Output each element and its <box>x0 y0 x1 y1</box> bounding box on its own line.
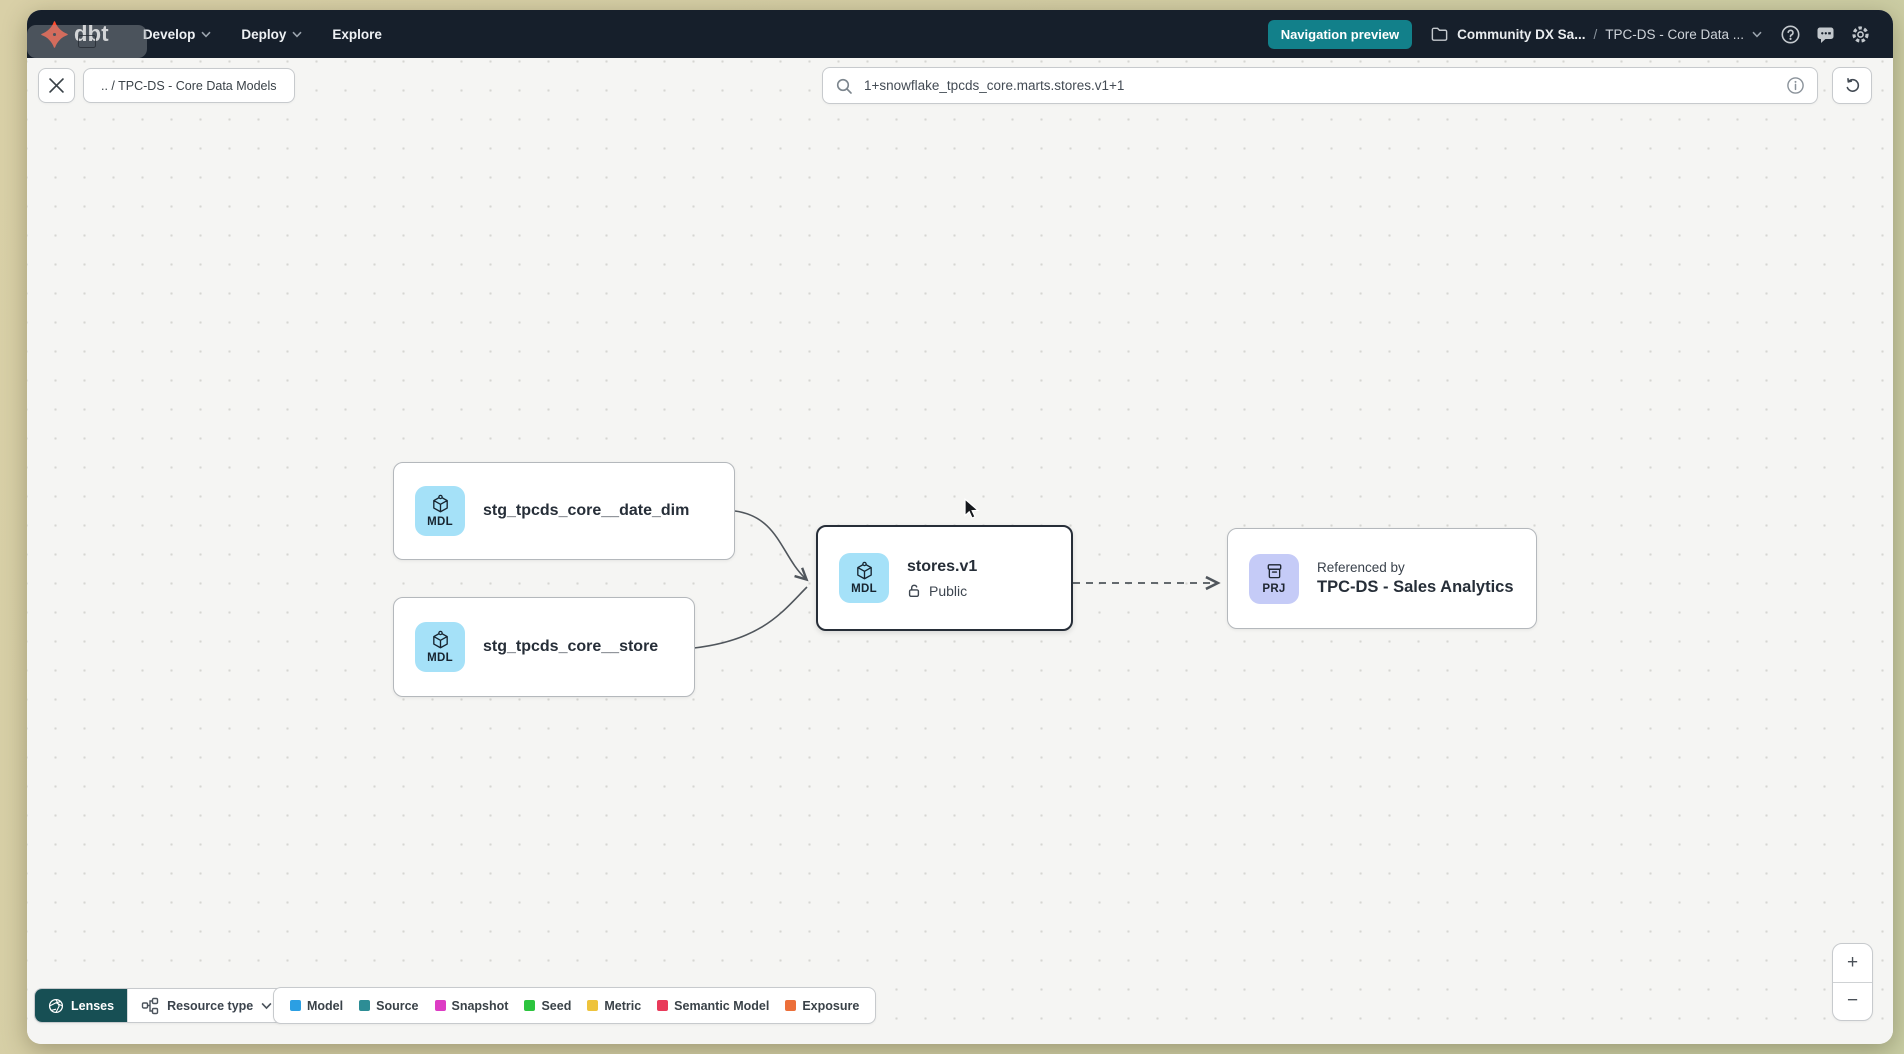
lenses-label: Lenses <box>71 998 115 1013</box>
legend-label: Semantic Model <box>674 998 770 1013</box>
node-title: TPC-DS - Sales Analytics <box>1317 578 1514 596</box>
legend-swatch <box>657 1000 669 1011</box>
info-icon[interactable] <box>1786 76 1805 95</box>
legend-items: Model Source Snapshot Seed Metric Semantic Mo… <box>273 987 877 1024</box>
model-badge: MDL <box>415 486 465 536</box>
legend-item: Seed <box>524 999 571 1013</box>
node-title: stg_tpcds_core__store <box>483 638 659 655</box>
model-cube-icon <box>432 494 448 513</box>
window-glyph-icon <box>78 35 96 48</box>
feedback-icon[interactable] <box>1815 24 1836 45</box>
legend-swatch <box>290 1000 301 1011</box>
legend-item: Exposure <box>785 999 859 1013</box>
mouse-cursor <box>964 498 980 519</box>
chevron-down-icon <box>1752 31 1762 37</box>
screen-overlay-artifact <box>27 25 147 58</box>
project-archive-icon <box>1267 564 1281 579</box>
nav-item-label: Explore <box>332 26 382 42</box>
badge-label: MDL <box>851 582 877 595</box>
model-badge: MDL <box>839 553 889 603</box>
path-chip-label: .. / TPC-DS - Core Data Models <box>101 78 277 93</box>
breadcrumb-separator: / <box>1593 26 1598 42</box>
legend-swatch <box>359 1000 371 1011</box>
legend-item: Metric <box>587 999 641 1013</box>
edge-date-dim-to-stores <box>734 510 809 582</box>
legend-label: Seed <box>541 998 572 1013</box>
lineage-selector-bar <box>822 67 1818 104</box>
help-icon[interactable] <box>1780 24 1801 45</box>
legend-label: Exposure <box>802 998 860 1013</box>
access-label: Public <box>929 582 968 599</box>
close-button[interactable] <box>38 68 75 103</box>
node-stg-tpcds-core-store[interactable]: MDL stg_tpcds_core__store <box>393 597 695 697</box>
legend-swatch <box>785 1000 797 1011</box>
top-navbar: dbt Develop Deploy Explore Navigation pr… <box>27 10 1893 58</box>
lenses-button[interactable]: Lenses <box>35 989 128 1022</box>
chevron-down-icon <box>201 31 211 38</box>
refresh-icon <box>1846 78 1859 92</box>
legend-item: Snapshot <box>434 998 509 1013</box>
node-stores-v1[interactable]: MDL stores.v1 Public <box>816 525 1073 631</box>
node-stg-tpcds-core-date-dim[interactable]: MDL stg_tpcds_core__date_dim <box>393 462 735 560</box>
breadcrumb-page: TPC-DS - Core Data ... <box>1605 26 1744 42</box>
search-icon <box>836 78 852 94</box>
legend-item: Source <box>359 998 419 1013</box>
app-window: dbt Develop Deploy Explore Navigation pr… <box>27 10 1893 1044</box>
zoom-out-button[interactable]: − <box>1846 990 1859 1012</box>
chevron-down-icon <box>261 1002 272 1009</box>
resource-type-graph-icon <box>141 997 159 1014</box>
legend-swatch <box>587 1000 599 1011</box>
badge-label: MDL <box>427 651 453 664</box>
model-badge: MDL <box>415 622 465 672</box>
lenses-control-group: Lenses Resource type <box>34 988 287 1023</box>
legend-label: Source <box>376 998 419 1013</box>
model-cube-icon <box>432 630 448 649</box>
logo-text: dbt <box>74 21 109 46</box>
node-kicker: Referenced by <box>1317 560 1405 575</box>
resource-type-button[interactable]: Resource type <box>127 989 286 1022</box>
node-title: stg_tpcds_core__date_dim <box>483 502 690 519</box>
navigation-preview-badge[interactable]: Navigation preview <box>1267 19 1413 49</box>
project-badge: PRJ <box>1249 553 1299 604</box>
unlocked-padlock-icon <box>908 584 920 598</box>
lens-aperture-icon <box>48 998 64 1013</box>
chevron-down-icon <box>292 31 302 38</box>
breadcrumb-project: Community DX Sa... <box>1457 26 1586 42</box>
zoom-in-button[interactable]: + <box>1833 944 1872 983</box>
lineage-path-chip[interactable]: .. / TPC-DS - Core Data Models <box>83 68 295 103</box>
legend-swatch <box>434 1000 446 1011</box>
legend-label: Metric <box>604 998 642 1013</box>
zoom-controls: + − <box>1832 943 1873 1021</box>
dbt-logo-icon <box>41 20 68 48</box>
lineage-canvas[interactable]: .. / TPC-DS - Core Data Models <box>27 58 1893 1044</box>
legend-label: Model <box>307 998 344 1013</box>
lineage-selector-input[interactable] <box>862 77 1777 94</box>
dbt-logo[interactable]: dbt <box>41 20 109 48</box>
legend-label: Snapshot <box>451 998 509 1013</box>
resource-type-label: Resource type <box>167 998 254 1013</box>
nav-item-deploy[interactable]: Deploy <box>241 27 302 42</box>
edge-store-to-stores <box>693 586 808 649</box>
node-tpcds-sales-analytics[interactable]: PRJ Referenced by TPC-DS - Sales Analyti… <box>1227 528 1537 629</box>
nav-item-explore[interactable]: Explore <box>332 27 382 42</box>
legend-swatch <box>524 1000 536 1011</box>
badge-label: MDL <box>427 515 453 528</box>
model-cube-icon <box>856 561 872 580</box>
nav-item-label: Develop <box>142 26 196 42</box>
legend-item: Model <box>290 999 343 1013</box>
nav-item-develop[interactable]: Develop <box>143 27 212 42</box>
node-title: stores.v1 <box>907 557 978 575</box>
breadcrumb[interactable]: Community DX Sa... / TPC-DS - Core Data … <box>1430 25 1762 44</box>
folder-icon <box>1431 27 1448 41</box>
badge-label: PRJ <box>1262 583 1286 596</box>
refresh-button[interactable] <box>1832 67 1872 104</box>
nav-item-label: Deploy <box>241 26 287 42</box>
close-icon <box>49 78 64 93</box>
settings-gear-icon[interactable] <box>1850 24 1871 45</box>
legend-item: Semantic Model <box>657 999 769 1013</box>
